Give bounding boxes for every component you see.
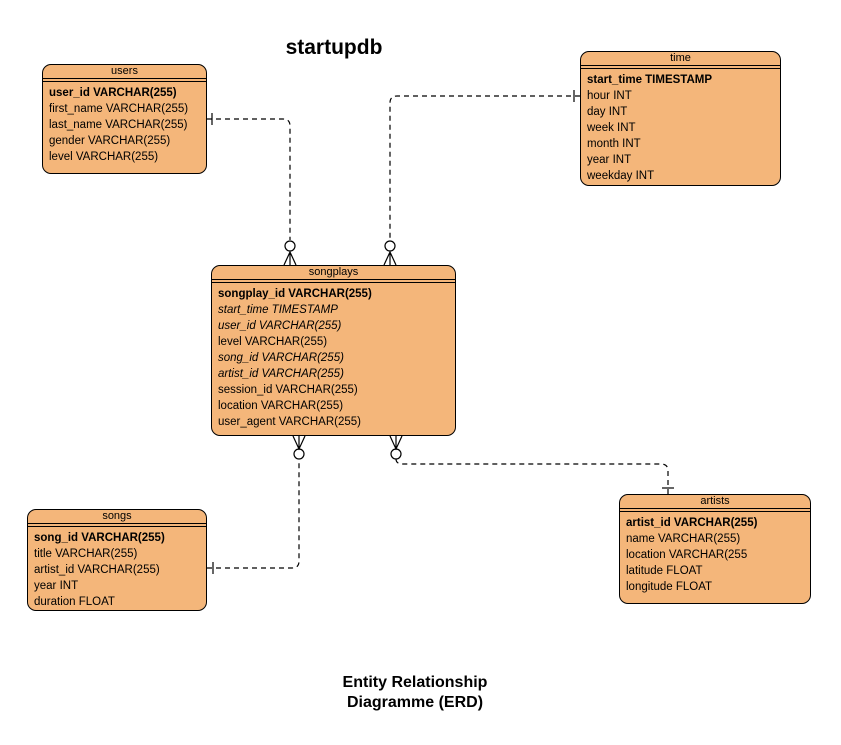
- diagram-caption: Entity Relationship Diagramme (ERD): [315, 673, 515, 713]
- entity-users-fields: user_id VARCHAR(255) first_name VARCHAR(2…: [43, 82, 206, 165]
- caption-line: Diagramme (ERD): [346, 694, 484, 711]
- entity-field: year INT: [587, 154, 632, 166]
- entity-songs-name: songs: [28, 510, 206, 524]
- entity-artists-name: artists: [620, 495, 810, 509]
- foreign-key-field: song_id VARCHAR(255): [218, 352, 344, 364]
- entity-field: weekday INT: [587, 170, 655, 182]
- foreign-key-field: artist_id VARCHAR(255): [218, 368, 344, 380]
- zero-marker: [384, 240, 396, 252]
- entity-header-divider: [620, 511, 810, 512]
- relationship-line-songs-songplays: [207, 460, 300, 569]
- entity-field: first_name VARCHAR(255): [49, 103, 189, 115]
- entity-songs-fields: song_id VARCHAR(255) title VARCHAR(255) ar…: [28, 527, 206, 610]
- primary-key-field: start_time TIMESTAMP: [587, 74, 713, 86]
- entity-field: year INT: [34, 580, 79, 592]
- entity-header-divider: [43, 81, 206, 82]
- entity-songs[interactable]: songs song_id VARCHAR(255) title VARCHAR(…: [27, 509, 207, 611]
- entity-field: latitude FLOAT: [626, 565, 703, 577]
- primary-key-field: artist_id VARCHAR(255): [626, 517, 758, 529]
- entity-field: name VARCHAR(255): [626, 533, 741, 545]
- entity-field: duration FLOAT: [34, 596, 115, 608]
- primary-key-field: song_id VARCHAR(255): [34, 532, 165, 544]
- entity-field: artist_id VARCHAR(255): [34, 564, 160, 576]
- many-crowfoot-marker: [283, 250, 297, 266]
- relationship-line-time-songplays: [389, 95, 580, 240]
- foreign-key-field: start_time TIMESTAMP: [218, 304, 338, 316]
- entity-header-divider: [581, 68, 780, 69]
- entity-songplays-fields: songplay_id VARCHAR(255) start_time TIMES…: [212, 283, 455, 430]
- entity-field: location VARCHAR(255): [218, 400, 344, 412]
- entity-time-name: time: [581, 52, 780, 66]
- entity-field: month INT: [587, 138, 641, 150]
- entity-artists[interactable]: artists artist_id VARCHAR(255) name VARCH…: [619, 494, 811, 604]
- entity-header-divider: [28, 526, 206, 527]
- entity-field: title VARCHAR(255): [34, 548, 138, 560]
- entity-field: week INT: [587, 122, 636, 134]
- entity-users[interactable]: users user_id VARCHAR(255) first_name VAR…: [42, 64, 207, 174]
- entity-songplays[interactable]: songplays songplay_id VARCHAR(255) start_…: [211, 265, 456, 436]
- entity-field: last_name VARCHAR(255): [49, 119, 188, 131]
- entity-field: level VARCHAR(255): [49, 151, 159, 163]
- zero-marker: [284, 240, 296, 252]
- primary-key-field: user_id VARCHAR(255): [49, 87, 177, 99]
- relationship-line-artists-songplays: [395, 458, 669, 494]
- entity-field: location VARCHAR(255: [626, 549, 748, 561]
- zero-marker: [390, 448, 402, 460]
- entity-field: day INT: [587, 106, 628, 118]
- many-crowfoot-marker: [383, 250, 397, 266]
- entity-field: user_agent VARCHAR(255): [218, 416, 361, 428]
- entity-time[interactable]: time start_time TIMESTAMP hour INT day INT…: [580, 51, 781, 186]
- foreign-key-field: user_id VARCHAR(255): [218, 320, 342, 332]
- diagram-title: startupdb: [285, 36, 383, 59]
- entity-header-divider: [212, 282, 455, 283]
- many-crowfoot-marker: [389, 435, 403, 451]
- entity-users-name: users: [43, 65, 206, 79]
- entity-field: hour INT: [587, 90, 632, 102]
- relationship-line-users-songplays: [207, 118, 291, 240]
- primary-key-field: songplay_id VARCHAR(255): [218, 288, 372, 300]
- many-crowfoot-marker: [292, 435, 306, 451]
- entity-field: session_id VARCHAR(255): [218, 384, 358, 396]
- entity-field: longitude FLOAT: [626, 581, 713, 593]
- entity-time-fields: start_time TIMESTAMP hour INT day INT week …: [581, 69, 780, 184]
- entity-field: gender VARCHAR(255): [49, 135, 171, 147]
- caption-line: Entity Relationship: [342, 674, 488, 691]
- entity-artists-fields: artist_id VARCHAR(255) name VARCHAR(255) l…: [620, 512, 810, 595]
- zero-marker: [293, 448, 305, 460]
- entity-songplays-name: songplays: [212, 266, 455, 280]
- entity-field: level VARCHAR(255): [218, 336, 328, 348]
